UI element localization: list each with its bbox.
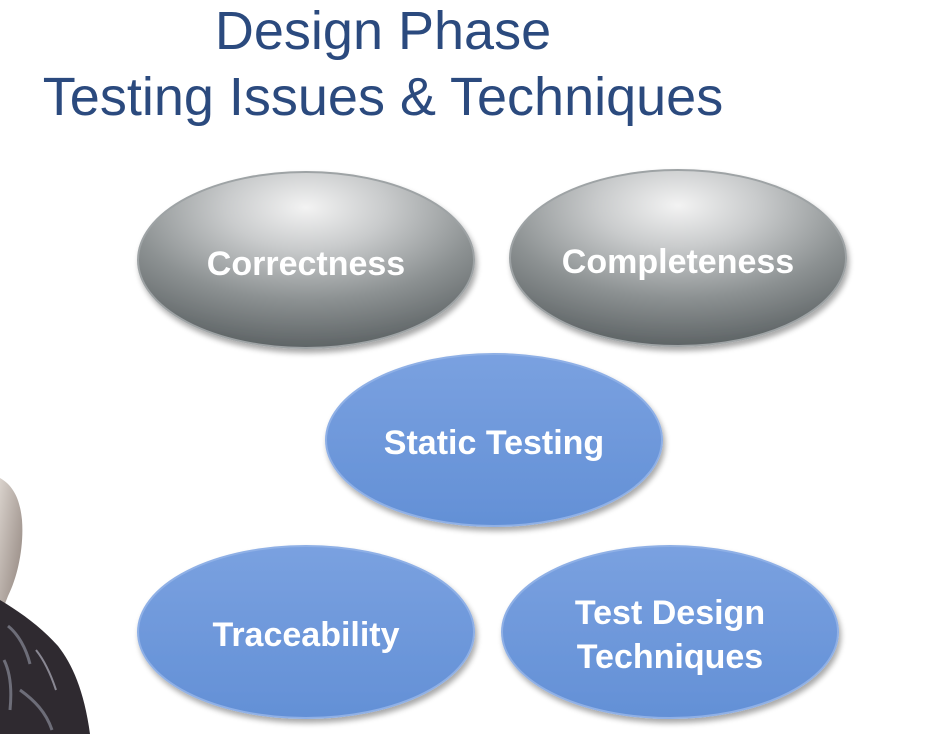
node-correctness-label: Correctness	[207, 245, 405, 283]
node-static-testing-shape	[325, 353, 663, 527]
node-static-testing-label: Static Testing	[384, 424, 604, 462]
title-line-2: Testing Issues & Techniques	[42, 67, 724, 127]
node-completeness-shape	[509, 169, 847, 347]
node-completeness-label: Completeness	[562, 243, 794, 281]
title-line-1: Design Phase	[214, 1, 552, 61]
node-test-design-label-line1: Test Design	[575, 594, 765, 632]
slide-title: Design Phase Testing Issues & Techniques	[0, 0, 766, 130]
presenter-photo	[0, 478, 90, 734]
node-traceability-shape	[137, 545, 475, 719]
node-traceability-label: Traceability	[212, 616, 399, 654]
node-test-design-label-line2: Techniques	[577, 638, 763, 676]
node-static-testing: Static Testing	[325, 353, 663, 527]
node-test-design-techniques: Test Design Techniques	[501, 545, 839, 719]
node-correctness: Correctness	[137, 171, 475, 349]
node-test-design-techniques-shape	[501, 545, 839, 719]
node-completeness: Completeness	[509, 169, 847, 347]
node-correctness-shape	[137, 171, 475, 349]
node-traceability: Traceability	[137, 545, 475, 719]
